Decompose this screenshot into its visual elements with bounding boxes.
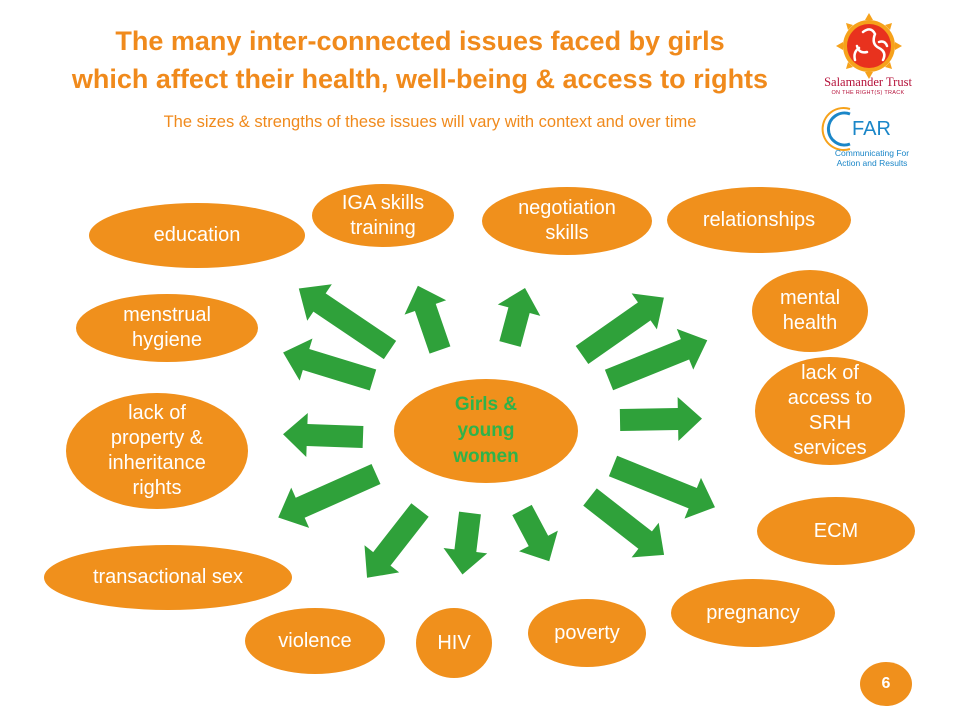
issue-property-line-2: property & — [110, 427, 204, 449]
issue-hiv: HIV — [416, 608, 492, 678]
arrow-to-srh-services — [619, 396, 702, 441]
issue-ecm-label: ECM — [813, 519, 859, 542]
cfar-logo-icon — [821, 107, 851, 151]
center-girls-young-women: Girls & young women — [394, 379, 578, 483]
issue-violence-label: violence — [278, 629, 352, 652]
page-number: 6 — [860, 662, 912, 706]
issue-iga-line-1: IGA skills — [341, 191, 425, 214]
cfar-tagline-line-1: Communicating For — [834, 148, 910, 158]
issue-education: education — [89, 203, 305, 268]
issue-iga-training: IGA skills training — [312, 184, 454, 247]
issue-negotiation-skills: negotiation skills — [482, 187, 652, 255]
arrow-to-menstrual-hygiene — [298, 284, 397, 360]
cfar-logo-tagline: Communicating For Action and Results — [812, 148, 932, 168]
arrow-to-relationships — [575, 293, 664, 365]
issue-violence: violence — [245, 608, 385, 674]
issue-srh-line-1: lack of — [801, 362, 859, 384]
center-line-2: young — [457, 420, 515, 441]
issue-ecm: ECM — [757, 497, 915, 565]
title-line-2: which affect their health, well-being & … — [71, 64, 769, 94]
arrow-to-ecm — [608, 455, 715, 519]
cfar-tagline-line-2: Action and Results — [836, 158, 908, 168]
arrow-to-violence — [364, 503, 429, 578]
issue-hiv-label: HIV — [437, 631, 471, 654]
arrow-to-poverty — [512, 504, 558, 562]
issue-pregnancy-label: pregnancy — [706, 601, 800, 624]
issue-property-line-3: inheritance — [108, 452, 206, 474]
arrow-to-hiv — [443, 511, 488, 575]
issue-poverty-label: poverty — [554, 621, 620, 644]
center-line-1: Girls & — [454, 394, 518, 415]
issue-education-label: education — [153, 224, 241, 246]
issue-menstrual-hygiene: menstrual hygiene — [76, 294, 258, 362]
issue-menstrual-line-1: menstrual — [123, 304, 211, 326]
issue-mental-line-2: health — [782, 312, 838, 334]
issue-transactional-label: transactional sex — [92, 566, 244, 588]
salamander-logo-tagline: ON THE RIGHT(S) TRACK — [831, 90, 905, 96]
cfar-logo-text: FAR — [852, 118, 891, 140]
arrow-to-pregnancy — [583, 488, 665, 558]
issue-srh-line-2: access to — [787, 387, 873, 409]
issue-srh-line-3: SRH — [808, 412, 852, 434]
issue-iga-line-2: training — [350, 216, 416, 239]
issue-pregnancy: pregnancy — [671, 579, 835, 647]
slide-title: The many inter-connected issues faced by… — [30, 22, 810, 98]
issue-property-rights: lack of property & inheritance rights — [66, 393, 248, 509]
center-line-3: women — [453, 446, 519, 467]
issue-negotiation-line-1: negotiation — [518, 197, 616, 219]
issue-property-line-4: rights — [132, 477, 182, 499]
issue-relationships-label: relationships — [702, 208, 816, 231]
salamander-logo-icon — [836, 13, 902, 79]
issue-srh-services: lack of access to SRH services — [755, 357, 905, 465]
arrow-to-iga-training — [404, 285, 451, 354]
arrow-to-transactional-sex — [278, 463, 381, 528]
salamander-logo-text: Salamander Trust — [824, 75, 912, 89]
issue-srh-line-4: services — [793, 437, 867, 459]
issue-relationships: relationships — [667, 187, 851, 253]
issue-menstrual-line-2: hygiene — [131, 329, 203, 351]
issue-poverty: poverty — [528, 599, 646, 667]
issue-property-line-1: lack of — [128, 402, 186, 424]
title-line-1: The many inter-connected issues faced by… — [115, 26, 725, 56]
issue-negotiation-line-2: skills — [545, 222, 589, 244]
issue-mental-health: mental health — [752, 270, 868, 352]
arrow-to-negotiation-skills — [497, 287, 541, 347]
slide-subtitle: The sizes & strengths of these issues wi… — [163, 113, 697, 131]
issue-mental-line-1: mental — [779, 287, 841, 309]
issue-transactional-sex: transactional sex — [44, 545, 292, 610]
arrow-to-property-rights — [283, 413, 364, 458]
arrow-to-menstrual-lower — [283, 338, 377, 391]
arrow-to-mental-health — [604, 328, 708, 391]
